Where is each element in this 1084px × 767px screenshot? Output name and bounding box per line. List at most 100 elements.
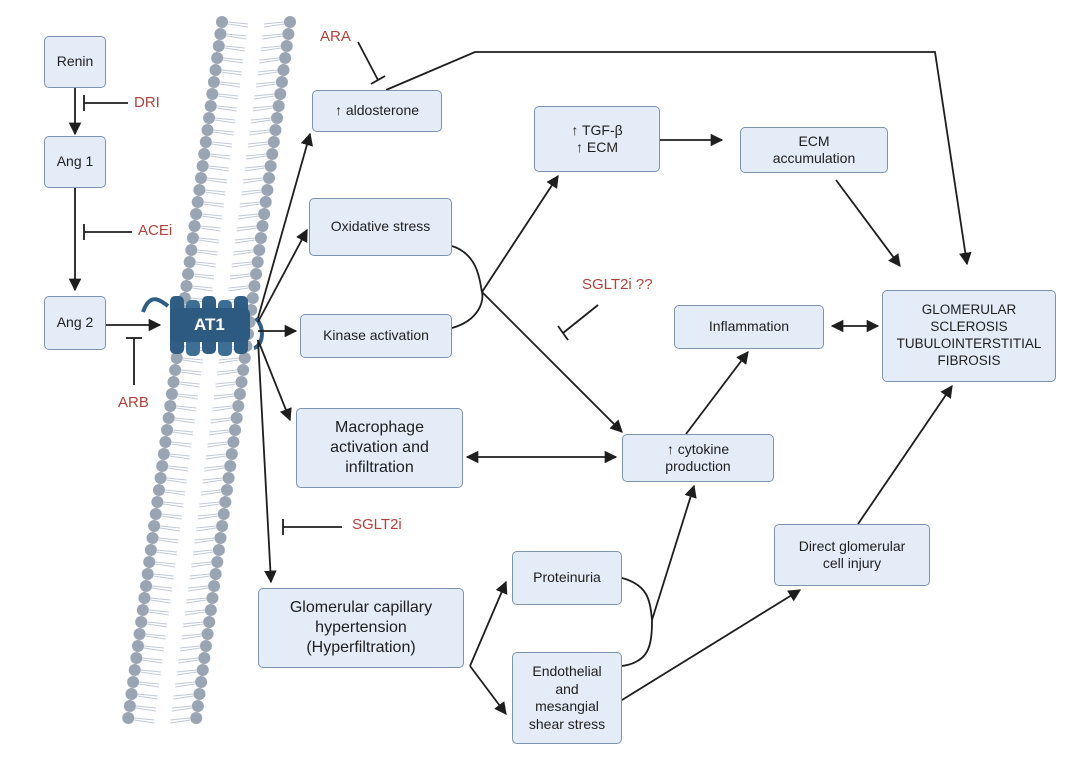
lipid-tail: [140, 669, 197, 676]
lipid-head: [264, 160, 277, 172]
lipid-head: [238, 352, 251, 364]
lipid-head: [128, 664, 141, 676]
lipid-head: [227, 436, 240, 448]
lipid-head: [277, 64, 290, 76]
lipid-tail: [161, 513, 218, 520]
lipid-head: [266, 148, 279, 160]
lipid-head: [216, 16, 228, 28]
lipid-head: [211, 52, 224, 64]
lipid-tail: [168, 465, 225, 472]
lipid-head: [141, 568, 154, 580]
ang2-node: Ang 2: [44, 296, 106, 350]
lipid-head: [157, 448, 170, 460]
lipid-head: [191, 196, 204, 208]
lipid-tail: [174, 417, 231, 424]
lipid-head: [165, 388, 178, 400]
arb-label: ARB: [118, 394, 149, 411]
lipid-head: [279, 52, 292, 64]
lipid-head: [193, 184, 206, 196]
lipid-tail: [163, 501, 220, 508]
lipid-tail: [193, 273, 251, 280]
lipid-tail: [202, 213, 259, 220]
lipid-head: [127, 676, 140, 688]
lipid-head: [196, 664, 209, 676]
lipid-tail: [208, 165, 265, 172]
lipid-head: [162, 412, 175, 424]
lipid-head: [133, 628, 146, 640]
lipid-tail: [190, 297, 247, 304]
lipid-head: [225, 448, 238, 460]
lipid-head: [135, 616, 148, 628]
lipid-head: [272, 100, 285, 112]
renin-node: Renin: [44, 36, 106, 88]
outcome-node: GLOMERULAR SCLEROSIS TUBULOINTERSTITIAL …: [882, 290, 1056, 382]
lipid-head: [212, 40, 225, 52]
lipid-head: [209, 568, 222, 580]
lipid-head: [125, 688, 138, 700]
lipid-head: [212, 544, 225, 556]
lipid-head: [182, 268, 195, 280]
lipid-head: [198, 148, 211, 160]
dri-label: DRI: [134, 94, 160, 111]
sglt2i-question-label: SGLT2i ??: [582, 276, 653, 293]
lipid-tail: [171, 441, 228, 448]
lipid-head: [188, 220, 201, 232]
lipid-head: [204, 604, 217, 616]
macrophage-node: Macrophage activation and infiltration: [296, 408, 463, 488]
lipid-head: [199, 136, 212, 148]
lipid-head: [198, 652, 211, 664]
lipid-head: [237, 364, 250, 376]
lipid-tail: [195, 261, 252, 268]
lipid-head: [251, 256, 264, 268]
lipid-head: [180, 280, 193, 292]
lipid-head: [229, 424, 242, 436]
lipid-tail: [219, 81, 276, 88]
lipid-tail: [166, 477, 223, 484]
lipid-tail: [211, 141, 268, 148]
lipid-head: [169, 364, 182, 376]
lipid-tail: [214, 117, 272, 124]
lipid-head: [186, 232, 199, 244]
lipid-tail: [155, 561, 212, 568]
lipid-tail: [156, 549, 213, 556]
lipid-head: [122, 712, 135, 724]
lipid-head: [170, 352, 183, 364]
direct-injury-node: Direct glomerular cell injury: [774, 524, 930, 586]
lipid-tail: [160, 525, 217, 532]
lipid-tail: [179, 381, 236, 388]
lipid-tail: [172, 429, 230, 436]
proteinuria-node: Proteinuria: [512, 551, 622, 605]
lipid-head: [161, 424, 174, 436]
lipid-head: [148, 520, 161, 532]
lipid-head: [144, 544, 157, 556]
inflammation-node: Inflammation: [674, 305, 824, 349]
lipid-tail: [200, 225, 257, 232]
lipid-head: [222, 472, 235, 484]
lipid-tail: [177, 393, 234, 400]
lipid-head: [203, 112, 216, 124]
lipid-head: [261, 184, 274, 196]
lipid-tail: [150, 597, 207, 604]
lipid-head: [152, 484, 165, 496]
lipid-tail: [197, 249, 254, 256]
lipid-head: [203, 616, 216, 628]
lipid-head: [280, 40, 293, 52]
lipid-head: [164, 400, 177, 412]
lipid-tail: [226, 33, 283, 40]
lipid-tail: [223, 57, 280, 64]
cytokine-production-node: ↑ cytokine production: [622, 434, 774, 482]
lipid-tail: [147, 621, 204, 628]
lipid-head: [138, 592, 151, 604]
lipid-tail: [205, 189, 262, 196]
aldosterone-node: ↑ aldosterone: [312, 90, 442, 132]
lipid-tail: [142, 657, 199, 664]
ras-cascade-arrows: [68, 88, 162, 332]
kinase-activation-node: Kinase activation: [300, 314, 452, 358]
lipid-head: [267, 136, 280, 148]
lipid-tail: [164, 489, 222, 496]
lipid-head: [282, 28, 295, 40]
lipid-tail: [224, 45, 281, 52]
lipid-head: [284, 16, 296, 28]
lipid-head: [206, 592, 219, 604]
